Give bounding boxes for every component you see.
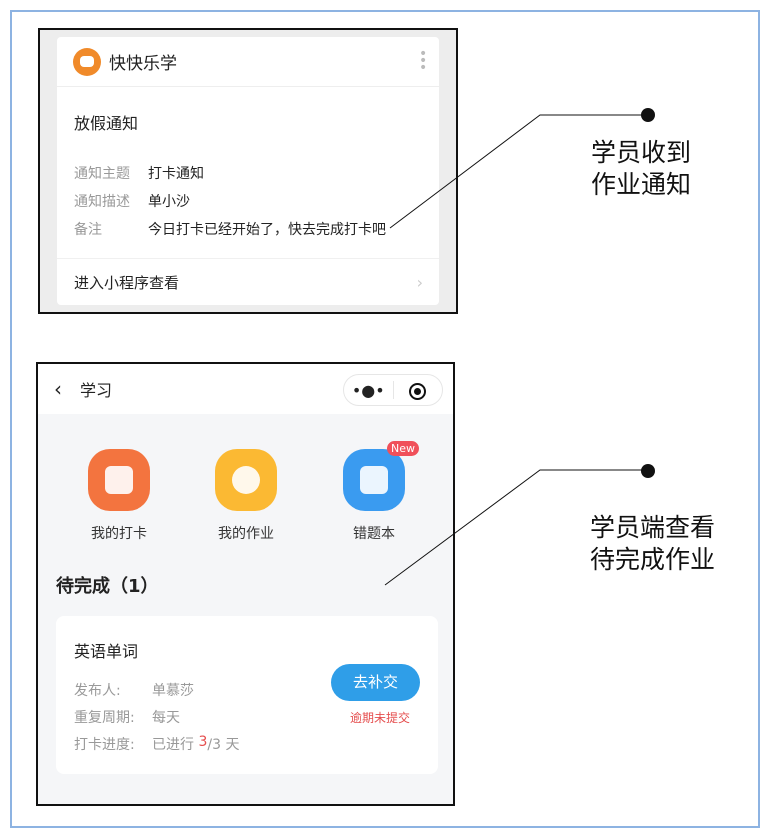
field-value: 打卡通知 [148, 166, 204, 182]
capsule-menu: •●• [343, 374, 443, 406]
task-card[interactable]: 英语单词 发布人:单慕莎 重复周期:每天 打卡进度:已进行 3/3 天 去补交 … [56, 616, 438, 774]
annotation-1: 学员收到 作业通知 [591, 137, 691, 201]
app-name: 快快乐学 [109, 54, 177, 74]
open-miniprogram-link[interactable]: 进入小程序查看 › [57, 258, 439, 305]
notification-header: 快快乐学 ••• [57, 37, 439, 87]
annotation-dot-1 [641, 108, 655, 122]
field-key: 打卡进度: [74, 737, 135, 753]
notification-card: 快快乐学 ••• 放假通知 通知主题 打卡通知 通知描述 单小沙 备注 今日打卡已经开… [57, 37, 439, 305]
progress-total: /3 天 [207, 737, 240, 753]
progress-done: 3 [198, 734, 208, 750]
open-miniprogram-label: 进入小程序查看 [74, 273, 180, 292]
overdue-status: 逾期未提交 [349, 711, 410, 725]
app-logo-icon [73, 47, 101, 76]
field-key: 备注 [74, 222, 102, 238]
field-value: 单小沙 [148, 194, 190, 210]
calendar-check-icon [88, 449, 150, 511]
annotation-line: 待完成作业 [590, 545, 716, 574]
notification-title: 放假通知 [74, 114, 139, 133]
field-row: 通知描述 单小沙 [74, 191, 190, 211]
progress-row: 打卡进度: 已进行 3/3 天 [74, 734, 239, 754]
resubmit-button[interactable]: 去补交 [331, 664, 420, 701]
field-key: 通知主题 [74, 166, 130, 182]
shortcut-wrong-questions[interactable]: New 错题本 [329, 441, 419, 543]
nav-bar: ‹ 学习 •●• [38, 364, 453, 414]
task-title: 英语单词 [74, 642, 139, 661]
shortcut-label: 我的作业 [218, 526, 274, 542]
notebook-icon: New [343, 441, 419, 511]
more-icon[interactable]: •●• [351, 380, 385, 400]
miniapp-screenshot: ‹ 学习 •●• 我的打卡 我的作业 New 错题本 待完成（1） 英语单词 发… [36, 362, 455, 806]
publisher-row: 发布人: 单慕莎 [74, 680, 194, 700]
notification-screenshot: 快快乐学 ••• 放假通知 通知主题 打卡通知 通知描述 单小沙 备注 今日打卡已经开… [38, 28, 458, 314]
chevron-right-icon: › [416, 273, 423, 292]
alarm-clock-icon [215, 449, 277, 511]
nav-title: 学习 [80, 381, 113, 400]
shortcut-label: 错题本 [353, 526, 395, 542]
annotation-2: 学员端查看 待完成作业 [590, 512, 715, 576]
cycle-row: 重复周期: 每天 [74, 707, 180, 727]
outer-frame [10, 10, 760, 828]
annotation-line: 作业通知 [591, 170, 692, 199]
annotation-line-1 [389, 114, 648, 229]
annotation-line: 学员收到 [591, 138, 692, 167]
shortcut-my-checkin[interactable]: 我的打卡 [74, 449, 164, 543]
annotation-line-2 [384, 469, 648, 586]
shortcut-my-homework[interactable]: 我的作业 [201, 449, 291, 543]
new-badge: New [387, 441, 419, 456]
field-row: 备注 今日打卡已经开始了，快去完成打卡吧 [74, 219, 386, 239]
close-miniapp-button[interactable] [394, 381, 443, 400]
field-key: 重复周期: [74, 710, 135, 726]
field-row: 通知主题 打卡通知 [74, 163, 204, 183]
field-value: 每天 [152, 710, 180, 726]
divider [392, 381, 394, 399]
pending-title: 待完成（1） [56, 576, 159, 597]
field-key: 通知描述 [74, 194, 130, 210]
field-value: 今日打卡已经开始了，快去完成打卡吧 [148, 222, 386, 238]
back-icon[interactable]: ‹ [54, 377, 62, 401]
annotation-line: 学员端查看 [590, 513, 716, 542]
target-icon [409, 382, 427, 400]
annotation-dot-2 [641, 464, 655, 478]
shortcut-label: 我的打卡 [91, 526, 147, 542]
field-key: 发布人: [74, 683, 121, 699]
progress-prefix: 已进行 [152, 737, 199, 753]
field-value: 单慕莎 [152, 683, 194, 699]
